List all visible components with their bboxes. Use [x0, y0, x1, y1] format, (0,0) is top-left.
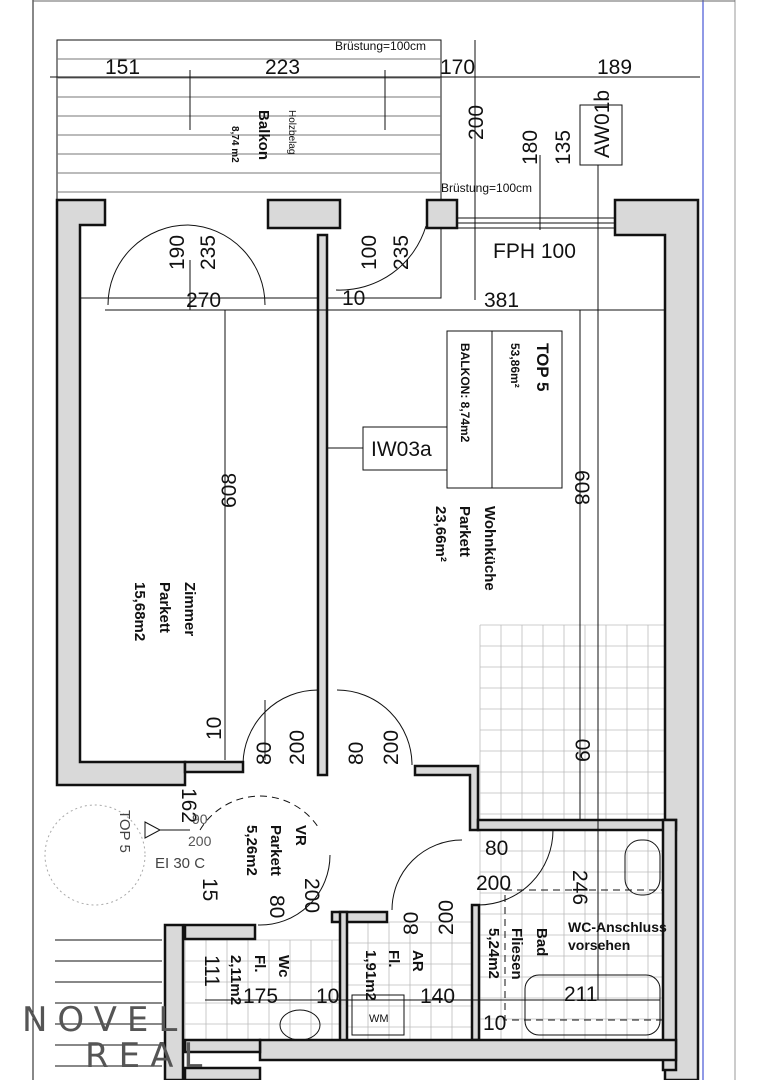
dim-top-1: 151: [105, 56, 140, 79]
dim-bot-140: 140: [420, 985, 455, 1008]
unit-info-box: [446, 330, 563, 489]
dim-bot-111: 111: [200, 955, 223, 987]
dim-window-200: 200: [465, 105, 488, 140]
walls: [55, 198, 700, 1080]
washbasin: [624, 839, 661, 896]
fixtures: [55, 821, 664, 1067]
door-dim-235a: 235: [197, 235, 220, 270]
wc-note-line2: vorsehen: [568, 937, 630, 953]
dimension-lines: [50, 40, 700, 1001]
railing-label-bottom: Brüstung=100cm: [441, 181, 532, 195]
dim-window-180: 180: [519, 130, 542, 165]
dim-top-3: 170: [440, 56, 475, 79]
room-wohnkueche-name: Wohnküche: [481, 506, 498, 591]
room-wc-floor: Fl.: [251, 955, 268, 973]
room-vr-area: 5,26m2: [243, 825, 260, 876]
room-zimmer-name: Zimmer: [181, 582, 198, 636]
balcony-name: Balkon: [255, 110, 272, 160]
wc-note-line1: WC-Anschluss: [568, 919, 667, 935]
aw01b-tag: AW01b: [591, 90, 614, 158]
dim-low-80b: 80: [400, 912, 423, 935]
washing-machine: [351, 994, 405, 1036]
room-wc-area: 2,11m2: [227, 955, 244, 1005]
dim-mid-10: 10: [203, 717, 226, 740]
room-bad-floor: Fliesen: [508, 928, 525, 980]
width-zimmer: 270: [186, 289, 221, 312]
railing-label-top: Brüstung=100cm: [335, 39, 426, 53]
wc-toilet: [279, 1009, 321, 1041]
room-ar-name: AR: [409, 950, 426, 972]
door-swings: [44, 224, 554, 926]
tile-grid: [184, 624, 665, 1041]
entry-unit-label: TOP 5: [116, 810, 133, 853]
bad-dashed-zone: [504, 889, 664, 1021]
length-wohnkueche: 608: [570, 470, 593, 505]
length-zimmer: 608: [218, 473, 241, 508]
balcony-floor: Holzbelag: [286, 110, 297, 154]
stairs: [55, 939, 162, 1067]
dim-low-15: 15: [198, 878, 221, 901]
room-wohnkueche-floor: Parkett: [456, 506, 473, 557]
room-ar-floor: Fl.: [385, 950, 402, 968]
room-vr-name: VR: [292, 825, 309, 846]
door-dim-190: 190: [166, 235, 189, 270]
room-wc-name: Wc: [275, 955, 292, 978]
dim-top-2: 223: [265, 56, 300, 79]
dim-low-80c: 80: [485, 837, 508, 860]
unit-area: 53,86m²: [508, 343, 522, 388]
room-zimmer-area: 15,68m2: [131, 582, 148, 641]
aw01b-tag-box: [579, 104, 623, 166]
dim-bot-10a: 10: [316, 985, 339, 1008]
room-ar-area: 1,91m2: [362, 950, 379, 1001]
dim-mid-200b: 200: [380, 730, 403, 765]
unit-balcony: BALKON: 8,74m2: [458, 343, 472, 443]
dim-mid-60: 60: [572, 739, 595, 762]
room-vr-floor: Parkett: [267, 825, 284, 876]
room-bad-area: 5,24m2: [485, 928, 502, 979]
dim-low-200c: 200: [476, 872, 511, 895]
room-zimmer-floor: Parkett: [156, 582, 173, 633]
dim-bot-10b: 10: [483, 1012, 506, 1035]
dim-mid-80b: 80: [345, 742, 368, 765]
dim-low-246: 246: [568, 870, 591, 905]
entry-dim-90: 90: [192, 811, 208, 827]
logo-line2: REAL: [85, 1036, 213, 1076]
balcony-decking: [56, 39, 442, 299]
dim-low-200b: 200: [435, 900, 458, 935]
iw03a-tag-box: [362, 426, 448, 471]
iw03a-tag: IW03a: [371, 438, 432, 461]
logo-line1: NOVEL: [22, 1000, 188, 1040]
entry-dim-162: 162: [177, 788, 200, 823]
window-label: FPH 100: [493, 240, 576, 263]
dim-window-135: 135: [552, 130, 575, 165]
dim-top-4: 189: [597, 56, 632, 79]
entry-marker-icon: [144, 821, 162, 839]
unit-name: TOP 5: [533, 343, 552, 392]
window: [456, 217, 616, 229]
room-bad-name: Bad: [533, 928, 550, 956]
dim-low-80a: 80: [265, 895, 288, 918]
entry-rating: EI 30 C: [155, 855, 205, 872]
width-wohnkueche: 381: [484, 289, 519, 312]
door-dim-235b: 235: [390, 235, 413, 270]
dim-mid-80a: 80: [253, 742, 276, 765]
dim-bot-175: 175: [243, 985, 278, 1008]
entry-dim-200: 200: [188, 833, 212, 849]
washing-machine-label: WM: [369, 1013, 389, 1025]
width-wall: 10: [342, 287, 365, 310]
room-wohnkueche-area: 23,66m²: [432, 506, 449, 562]
dim-mid-200a: 200: [286, 730, 309, 765]
bathtub: [524, 974, 661, 1036]
dim-low-200a: 200: [300, 878, 323, 913]
balcony-area: 8,74 m2: [229, 126, 240, 163]
door-dim-100: 100: [358, 235, 381, 270]
dim-bot-211: 211: [564, 983, 597, 1006]
